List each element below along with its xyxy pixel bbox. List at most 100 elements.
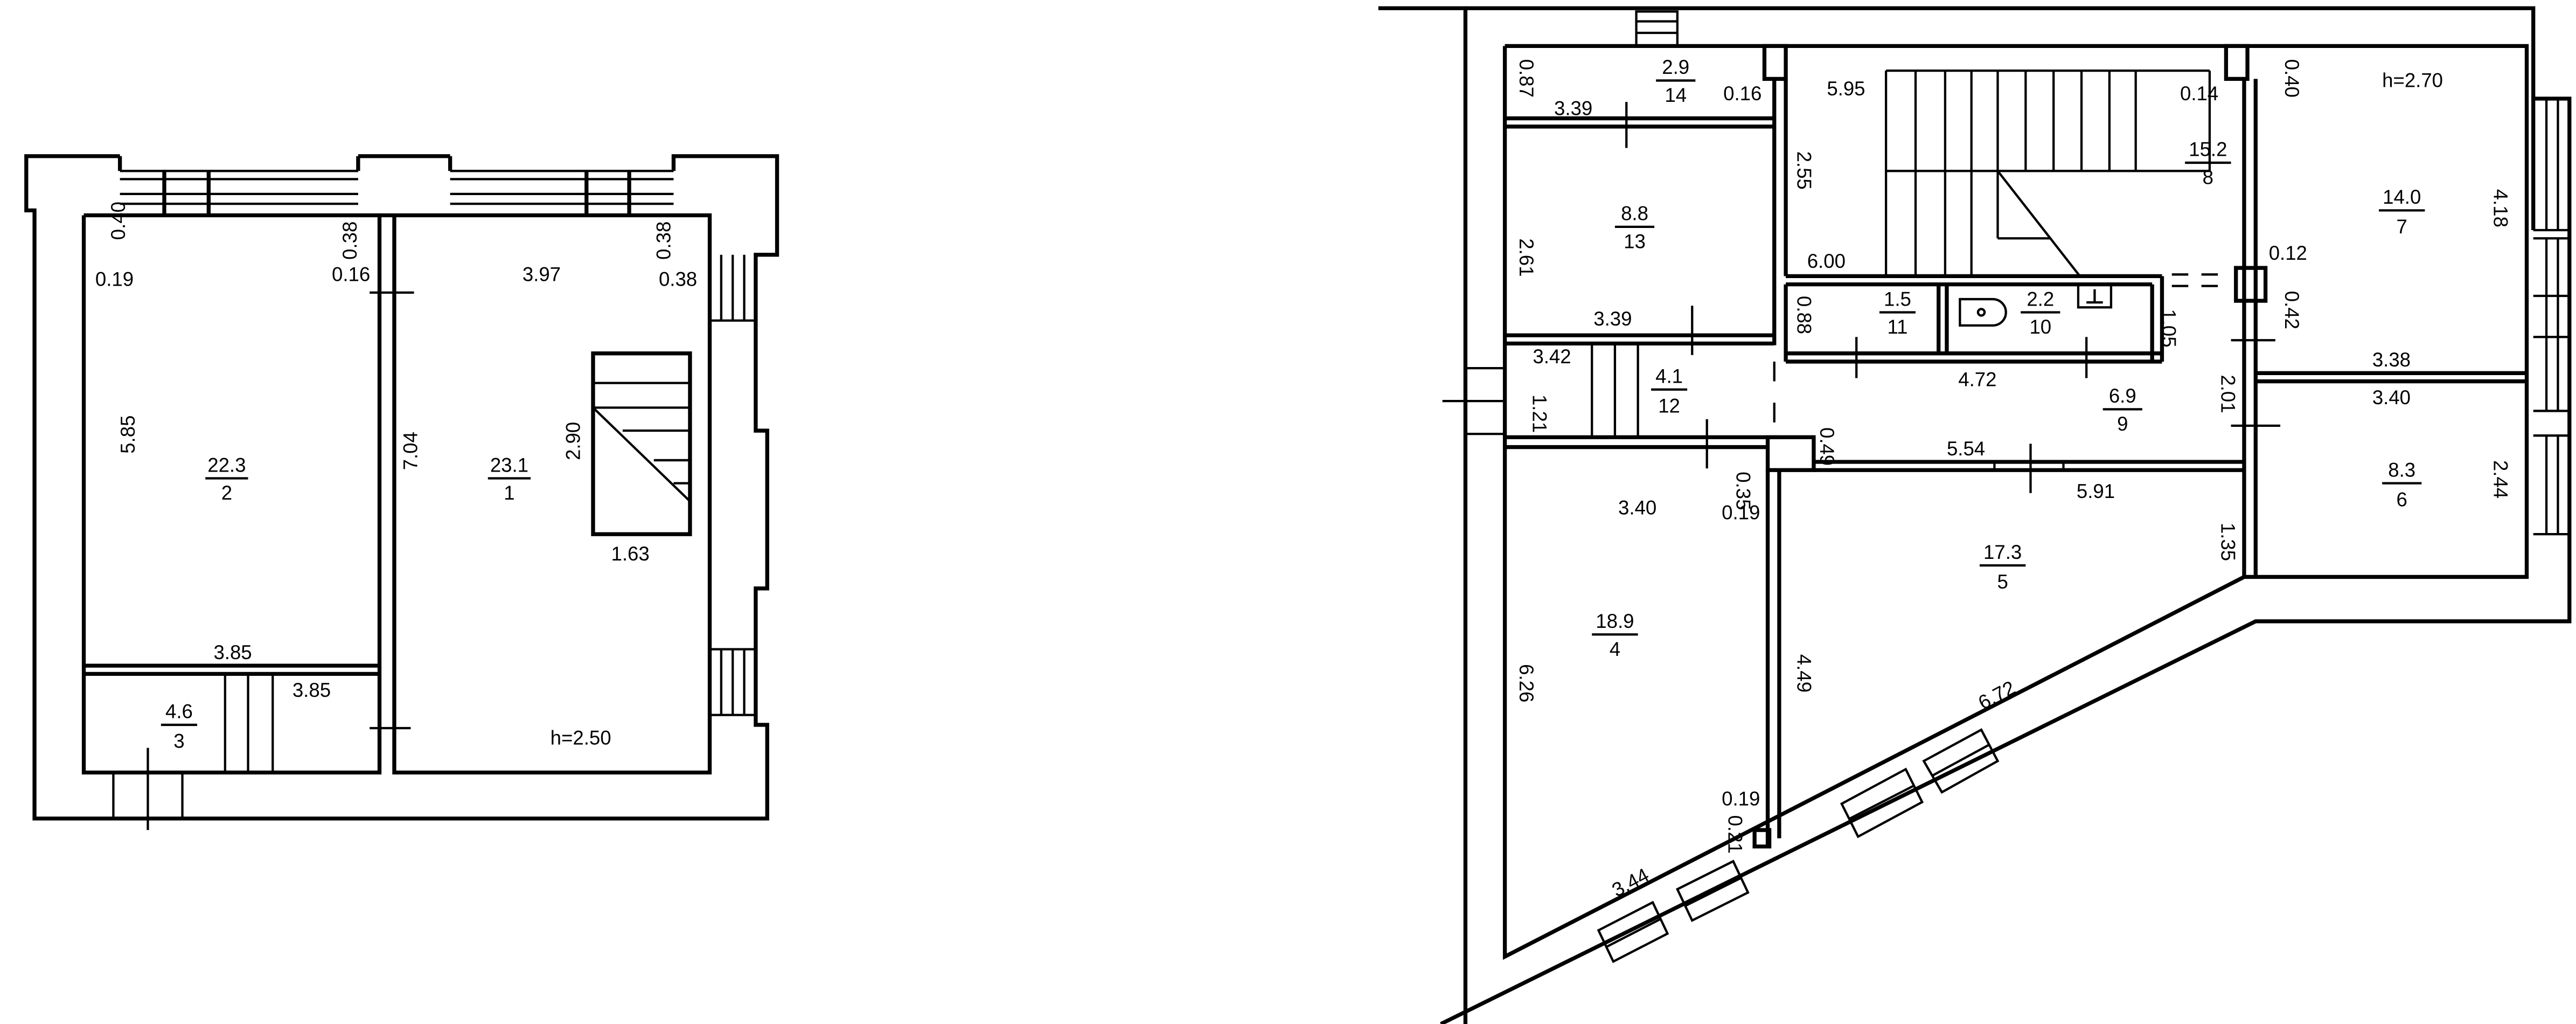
dim-label: 0.42 xyxy=(2281,291,2303,329)
dimension-labels-left: 0.40 0.19 0.38 0.16 3.97 0.38 0.38 5.85 … xyxy=(95,202,697,701)
room-4-number: 4 xyxy=(1610,638,1620,660)
window-east-lower xyxy=(2533,434,2570,536)
wc-fixtures xyxy=(1959,283,2113,327)
room-11-label: 1.5 11 xyxy=(1879,288,1916,338)
dim-label: 5.85 xyxy=(117,416,139,454)
room-7-area: 14.0 xyxy=(2383,186,2421,208)
dim-label: 1.21 xyxy=(1528,395,1550,433)
window-right-upper xyxy=(709,254,756,322)
room-6-area: 8.3 xyxy=(2388,459,2415,481)
dim-label: 1.63 xyxy=(611,543,650,565)
window-east-upper xyxy=(2533,97,2570,412)
dim-label: 0.21 xyxy=(1724,815,1746,854)
room-8-number: 8 xyxy=(2203,167,2213,189)
room-9-area: 6.9 xyxy=(2109,385,2136,407)
partitions-right xyxy=(1442,44,2527,849)
room-11-number: 11 xyxy=(1887,316,1907,338)
staircase-left xyxy=(591,351,692,536)
room-5-number: 5 xyxy=(1997,571,2008,593)
room-7-label: 14.0 7 xyxy=(2379,186,2425,238)
room-9-label: 6.9 9 xyxy=(2102,385,2142,435)
dim-label: 3.85 xyxy=(293,679,331,701)
room-7-number: 7 xyxy=(2397,216,2407,238)
dim-label: 5.91 xyxy=(2077,480,2115,502)
dim-label: 3.97 xyxy=(523,264,561,286)
room-10-area: 2.2 xyxy=(2027,288,2054,310)
dim-label: 6.72 xyxy=(1975,676,2019,714)
room-12-label: 4.1 12 xyxy=(1651,365,1688,417)
room-13-area: 8.8 xyxy=(1621,203,1648,225)
dim-label: 0.19 xyxy=(1722,787,1760,809)
dim-label: 2.01 xyxy=(2217,375,2239,413)
room-14-area: 2.9 xyxy=(1662,56,1689,78)
room-13-number: 13 xyxy=(1624,231,1646,253)
dim-label: 0.49 xyxy=(1816,427,1838,466)
room-3-area: 4.6 xyxy=(165,701,193,723)
room-14-label: 2.9 14 xyxy=(1656,56,1696,106)
room-13-label: 8.8 13 xyxy=(1614,203,1655,253)
dim-label: 1.35 xyxy=(2217,523,2239,561)
dim-label: 3.44 xyxy=(1608,864,1652,902)
dim-label: 3.42 xyxy=(1533,345,1571,368)
room-10-number: 10 xyxy=(2029,316,2051,338)
dim-label: 0.16 xyxy=(1723,82,1762,105)
dim-label: 0.16 xyxy=(332,264,370,286)
room-8-label: 15.2 8 xyxy=(2185,139,2231,189)
room-2-label: 22.3 2 xyxy=(205,454,248,504)
room-1-label: 23.1 1 xyxy=(488,454,531,504)
dim-label: 4.18 xyxy=(2490,189,2512,227)
dim-label: 2.44 xyxy=(2490,460,2512,499)
room-5-label: 17.3 5 xyxy=(1979,541,2026,593)
dim-label: 0.38 xyxy=(339,222,361,260)
ceiling-height-right: h=2.70 xyxy=(2382,70,2443,92)
dim-label: 0.38 xyxy=(652,222,674,260)
window-top-right-plan xyxy=(1635,10,1679,47)
floor-plan-right: 18.9 4 17.3 5 8.3 6 14.0 7 15.2 8 6.9 9 xyxy=(1378,6,2572,1024)
staircase-right xyxy=(1884,70,2211,277)
room-4-label: 18.9 4 xyxy=(1592,610,1638,660)
dim-label: 6.00 xyxy=(1807,250,1846,272)
room-6-label: 8.3 6 xyxy=(2382,459,2422,510)
dim-label: 5.95 xyxy=(1827,78,1865,100)
dim-label: 3.38 xyxy=(2372,349,2411,371)
partitions-left xyxy=(83,291,414,831)
dim-label: 0.14 xyxy=(2180,82,2218,105)
dim-label: 0.88 xyxy=(1793,296,1815,334)
room-1-number: 1 xyxy=(504,482,514,504)
room-3-number: 3 xyxy=(173,730,184,752)
room-12-number: 12 xyxy=(1658,395,1680,417)
dim-label: 2.61 xyxy=(1515,238,1537,276)
room-10-label: 2.2 10 xyxy=(2021,288,2060,338)
room-2-number: 2 xyxy=(221,482,232,504)
dim-label: 0.12 xyxy=(2269,242,2307,264)
dim-label: 3.85 xyxy=(213,641,252,663)
window-top-left xyxy=(120,170,358,205)
dim-label: 4.49 xyxy=(1793,654,1815,693)
room-2-area: 22.3 xyxy=(207,454,246,476)
dim-label: 3.39 xyxy=(1593,308,1632,330)
dim-label: 1.05 xyxy=(2157,309,2180,347)
room-4-area: 18.9 xyxy=(1596,610,1634,632)
dimension-labels-right: 0.87 3.39 0.16 5.95 0.14 0.40 2.55 2.61 … xyxy=(1515,59,2511,901)
ceiling-height-left: h=2.50 xyxy=(551,727,611,749)
dim-label: 0.40 xyxy=(107,202,129,240)
dim-label: 3.40 xyxy=(2372,386,2411,409)
room-1-area: 23.1 xyxy=(490,454,528,476)
floor-plan-left: 23.1 1 22.3 2 4.6 3 0.40 0.19 0.38 0.16 … xyxy=(24,154,779,831)
window-top-right xyxy=(450,170,674,205)
window-right-lower xyxy=(709,648,756,716)
dim-label: 2.55 xyxy=(1793,151,1815,190)
dim-label: 0.38 xyxy=(659,268,697,290)
room-11-area: 1.5 xyxy=(1884,288,1911,310)
dim-label: 0.35 xyxy=(1732,472,1755,510)
dim-label: 2.90 xyxy=(562,422,584,460)
outer-walls-right xyxy=(1378,6,2572,1024)
room-8-area: 15.2 xyxy=(2189,139,2227,161)
dim-label: 6.26 xyxy=(1515,664,1537,702)
window-diagonal xyxy=(1597,728,2000,964)
room-3-label: 4.6 3 xyxy=(161,701,197,752)
dim-label: 5.54 xyxy=(1947,438,1985,460)
room-6-number: 6 xyxy=(2397,488,2407,510)
room-9-number: 9 xyxy=(2117,413,2128,435)
room-5-area: 17.3 xyxy=(1983,541,2022,563)
